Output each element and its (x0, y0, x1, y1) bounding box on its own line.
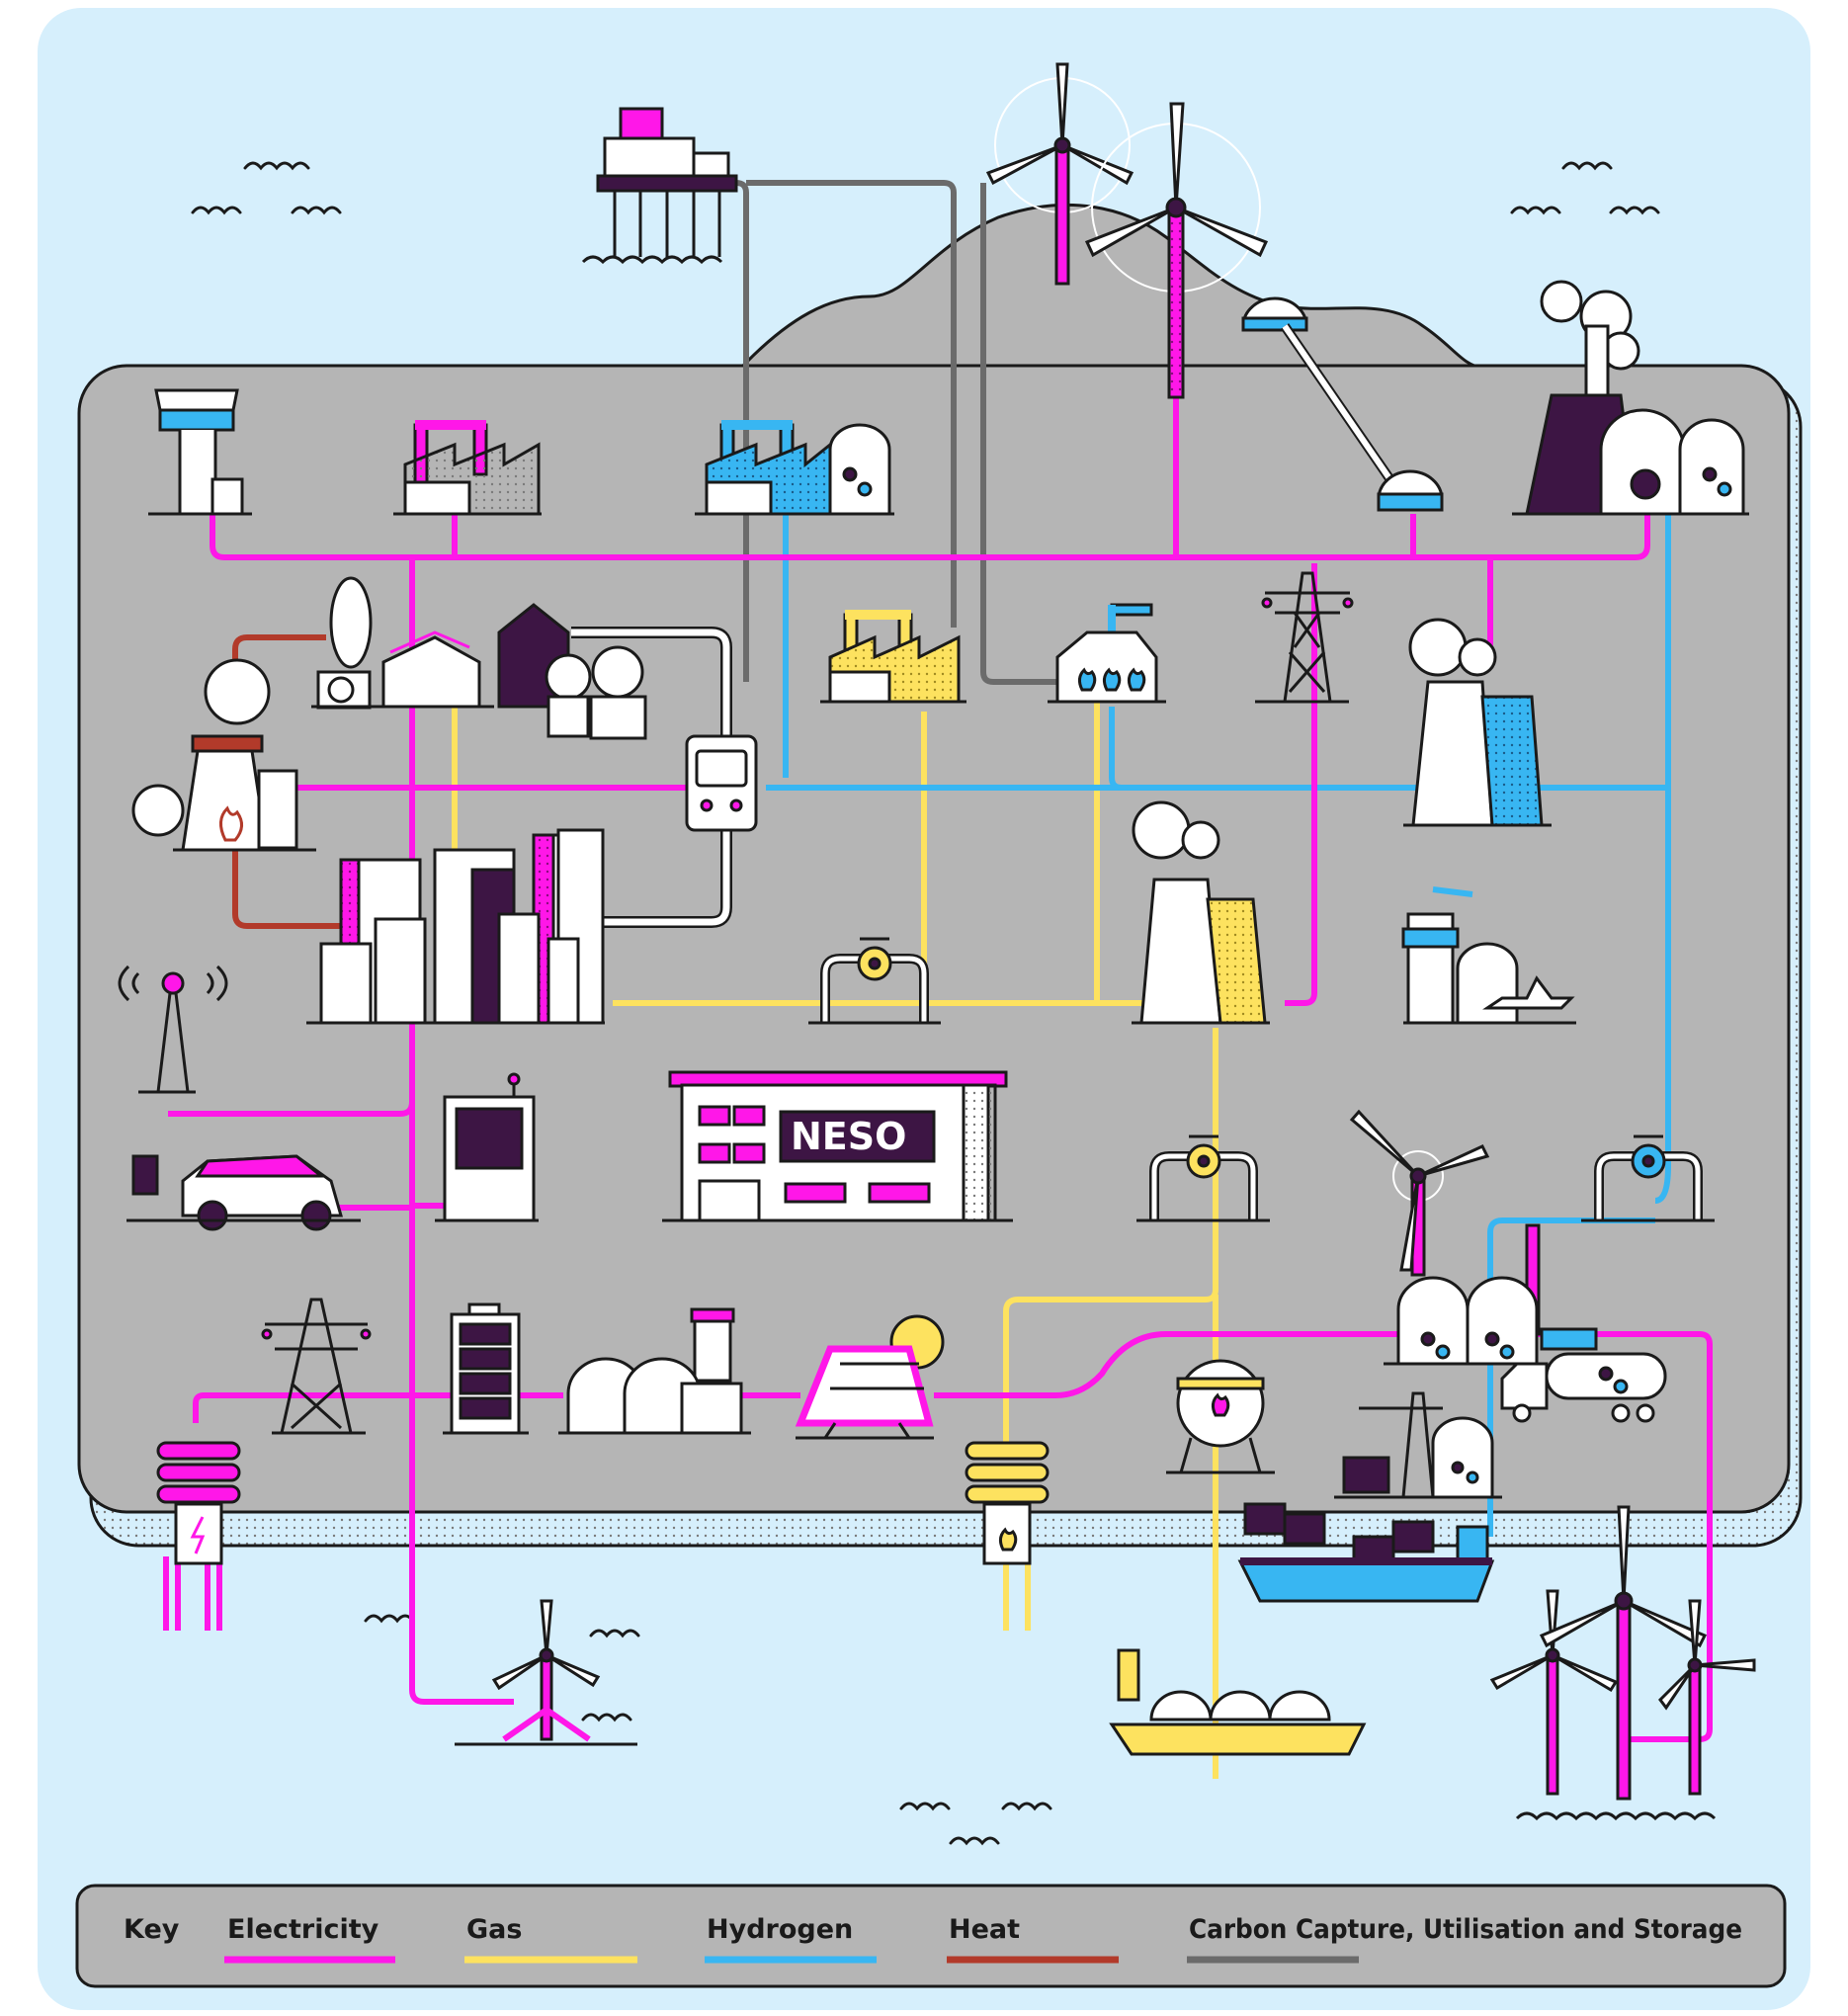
offshore-wind-farm (1489, 1505, 1756, 1821)
electric-train (571, 627, 758, 928)
hill-wind-turbine-2 (1084, 102, 1269, 399)
land-wind-turbine (1349, 1109, 1490, 1277)
key-label-heat: Heat (949, 1914, 1020, 1945)
city-buildings (306, 828, 605, 1025)
electricity-pylon-1 (1255, 571, 1354, 704)
heat-lines (232, 634, 346, 929)
factory-hydrogen (695, 420, 894, 516)
neso-headquarters (662, 1070, 1013, 1222)
waves (191, 161, 1660, 1846)
solar-farm (795, 1314, 945, 1440)
key-label-hydrogen: Hydrogen (707, 1914, 853, 1945)
offshore-platform (581, 107, 738, 265)
homes-and-heat-pumps (311, 576, 647, 740)
gas-storage-sphere (1166, 1359, 1275, 1474)
container-ship (1237, 1502, 1495, 1603)
electricity-pylon-2 (261, 1298, 372, 1435)
factory-electricity (393, 420, 542, 516)
neso-logo-text: NESO (791, 1115, 906, 1158)
offshore-wind-turbine-left (455, 1599, 637, 1746)
telecom-mast (118, 965, 228, 1094)
heat-network-plant (131, 658, 316, 852)
port-crane (1334, 1391, 1502, 1499)
lng-tanker (1109, 1648, 1367, 1756)
office-building (435, 1072, 539, 1222)
gas-to-hydrogen-plant (1048, 603, 1166, 704)
key-title: Key (124, 1914, 180, 1945)
hydrogen-salt-cavern (1241, 296, 1444, 512)
electric-vehicle (126, 1154, 361, 1231)
key-label-ccus: Carbon Capture, Utilisation and Storage (1189, 1914, 1742, 1945)
gas-power-station (1132, 800, 1270, 1025)
biomass-plant (558, 1307, 751, 1435)
gas-valve-1 (808, 937, 941, 1025)
hydrogen-power-station (1403, 618, 1552, 827)
hydrogen-tanker-truck (1500, 1327, 1667, 1423)
factory-gas (820, 610, 966, 704)
hydrogen-valve (1581, 1134, 1715, 1222)
hill-wind-turbine-1 (985, 62, 1134, 286)
electricity-lines (163, 390, 1713, 1742)
key-label-electricity: Electricity (227, 1914, 379, 1945)
electricity-interconnector (156, 1441, 241, 1565)
key-label-gas: Gas (466, 1914, 522, 1945)
battery-storage (443, 1302, 529, 1435)
water-tower (148, 388, 252, 516)
nuclear-power-station (1512, 280, 1749, 516)
electrolyser-plant (1384, 1223, 1542, 1366)
airport (1401, 886, 1576, 1025)
gas-valve-2 (1136, 1134, 1270, 1222)
ccus-lines (735, 180, 1072, 685)
gas-interconnector (965, 1441, 1050, 1565)
